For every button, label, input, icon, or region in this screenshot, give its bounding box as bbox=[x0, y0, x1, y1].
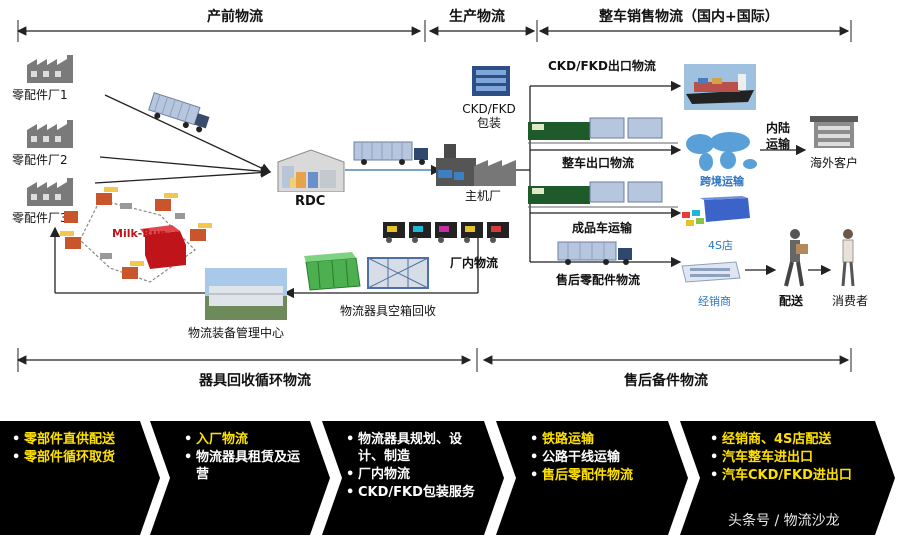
consumer-label: 消费者 bbox=[832, 294, 869, 308]
train-icon bbox=[528, 117, 678, 144]
office-building-icon bbox=[810, 116, 858, 148]
empty-return-label: 物流器具空箱回收 bbox=[340, 304, 437, 318]
finished-vehicle-label: 成品车运输 bbox=[572, 221, 633, 235]
cargo-ship-icon bbox=[684, 64, 756, 110]
factory-2-label: 零配件厂2 bbox=[12, 153, 68, 167]
inland-label: 内陆 运输 bbox=[766, 121, 791, 151]
milk-run-diagram bbox=[60, 187, 212, 279]
factory-icon bbox=[27, 120, 73, 148]
panel-item: 入厂物流 bbox=[184, 431, 316, 448]
metal-cage-icon bbox=[367, 257, 429, 289]
factory-3-label: 零配件厂3 bbox=[12, 211, 68, 225]
panel-item: 厂内物流 bbox=[346, 466, 490, 483]
consumer-icon bbox=[841, 229, 855, 287]
forklift-row-icon bbox=[383, 222, 509, 243]
panel-item: 汽车CKD/FKD进出口 bbox=[710, 467, 872, 484]
watermark: 头条号 / 物流沙龙 bbox=[728, 513, 840, 529]
factory-icon bbox=[27, 178, 73, 206]
header-vehicle-sales: 整车销售物流（国内+国际） bbox=[595, 6, 783, 26]
delivery-person-icon bbox=[784, 229, 808, 287]
store-4s-icon bbox=[682, 196, 750, 226]
overseas-customer-label: 海外客户 bbox=[810, 156, 859, 170]
factory-1-label: 零配件厂1 bbox=[12, 88, 68, 102]
green-crate-icon bbox=[304, 252, 361, 291]
dealer-label: 经销商 bbox=[698, 295, 731, 308]
delivery-label: 配送 bbox=[779, 294, 804, 308]
panel-item: 汽车整车进出口 bbox=[710, 449, 881, 466]
panel-item: 零部件直供配送 bbox=[12, 431, 124, 448]
aftersales-parts-label: 售后零配件物流 bbox=[556, 273, 641, 287]
packaging-building-icon bbox=[472, 66, 510, 96]
ckd-pack-label: CKD/FKD 包装 bbox=[460, 102, 518, 130]
panel-item: 零部件循环取货 bbox=[12, 449, 124, 466]
panel-item: CKD/FKD包装服务 bbox=[346, 484, 484, 501]
panel-item: 物流器具规划、设计、制造 bbox=[346, 431, 484, 465]
truck-icon bbox=[148, 92, 210, 133]
panel-supply: 零部件直供配送 零部件循环取货 bbox=[0, 421, 160, 535]
panel-item: 物流器具租赁及运营 bbox=[184, 449, 306, 483]
header-pre-production: 产前物流 bbox=[203, 6, 267, 26]
warehouse-icon bbox=[277, 149, 345, 192]
panel-inbound: 入厂物流 物流器具租赁及运营 bbox=[150, 421, 330, 535]
inplant-label: 厂内物流 bbox=[450, 256, 499, 270]
equipment-center-icon bbox=[205, 268, 287, 320]
ckd-export-label: CKD/FKD出口物流 bbox=[548, 59, 656, 73]
panel-distribution: 经销商、4S店配送 汽车整车进出口 汽车CKD/FKD进出口 bbox=[680, 421, 895, 535]
panel-item: 经销商、4S店配送 bbox=[710, 431, 881, 448]
panel-item: 售后零配件物流 bbox=[530, 467, 674, 484]
header-recycling: 器具回收循环物流 bbox=[195, 370, 315, 390]
header-production: 生产物流 bbox=[445, 6, 509, 26]
factory-icon bbox=[27, 55, 73, 83]
dealer-icon bbox=[681, 261, 741, 283]
rdc-label: RDC bbox=[295, 194, 326, 209]
panel-item: 铁路运输 bbox=[530, 431, 674, 448]
cross-border-label: 跨境运输 bbox=[700, 175, 744, 188]
ckd-pack-label-text: CKD/FKD 包装 bbox=[462, 102, 516, 130]
truck-icon bbox=[353, 141, 428, 165]
panel-item: 公路干线运输 bbox=[530, 449, 674, 466]
train-icon bbox=[528, 181, 678, 208]
world-map-icon bbox=[686, 132, 757, 171]
equipment-center-label: 物流装备管理中心 bbox=[188, 326, 285, 340]
panel-transport: 铁路运输 公路干线运输 售后零配件物流 bbox=[496, 421, 688, 535]
main-plant-icon bbox=[436, 144, 516, 186]
store-4s-label: 4S店 bbox=[708, 239, 733, 252]
main-plant-label: 主机厂 bbox=[465, 189, 502, 203]
truck-icon bbox=[557, 241, 632, 265]
vehicle-export-label: 整车出口物流 bbox=[562, 156, 635, 170]
milk-run-label: Milk-Run bbox=[112, 227, 167, 240]
panel-equipment: 物流器具规划、设计、制造 厂内物流 CKD/FKD包装服务 bbox=[322, 421, 504, 535]
header-aftersales: 售后备件物流 bbox=[620, 370, 712, 390]
